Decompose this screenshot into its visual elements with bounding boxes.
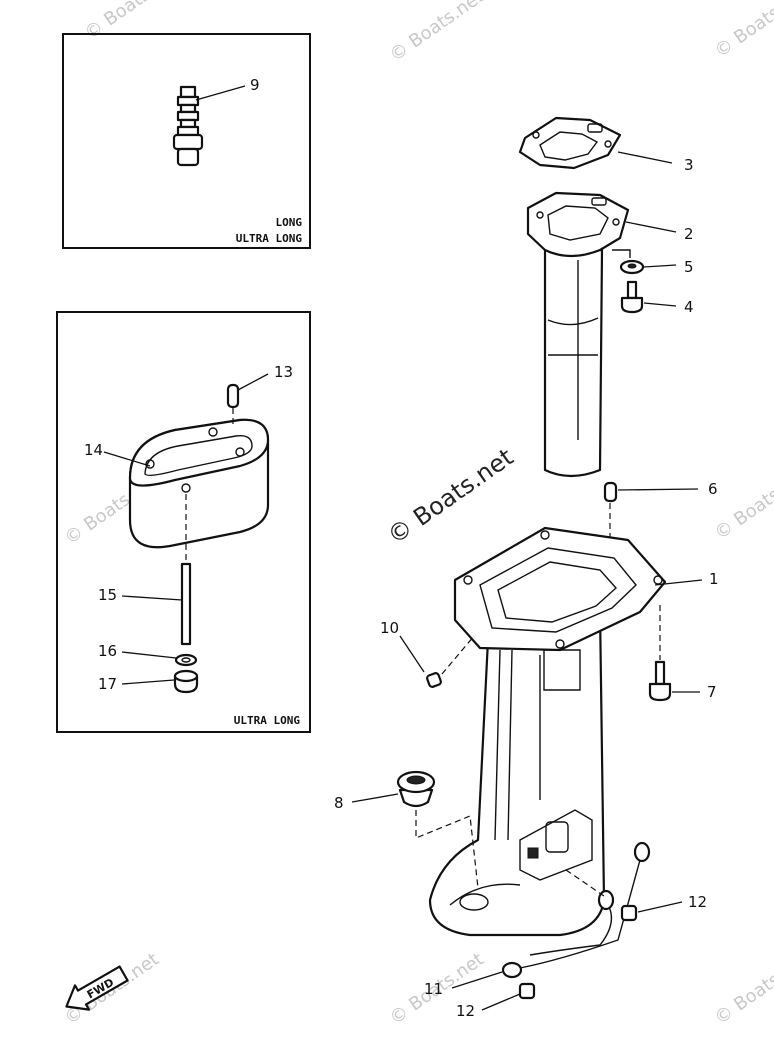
part-8-drawing <box>396 770 436 808</box>
leader-5 <box>643 264 677 268</box>
leader-12-lower <box>481 993 521 1011</box>
callout-15: 15 <box>98 586 117 604</box>
callout-9: 9 <box>250 76 260 94</box>
callout-1: 1 <box>709 570 719 588</box>
callout-3: 3 <box>684 156 694 174</box>
part-10-drawing <box>426 672 442 688</box>
part-12-upper-drawing <box>620 904 638 922</box>
callout-8: 8 <box>334 794 344 812</box>
inset-label-ultra-long-2: ULTRA LONG <box>234 714 301 727</box>
leader-11 <box>451 971 503 989</box>
dash-wire <box>565 869 605 897</box>
watermark-center: © Boats.net <box>382 443 518 550</box>
dash-8 <box>415 810 479 889</box>
part-6-drawing <box>603 481 618 503</box>
callout-2: 2 <box>684 225 694 243</box>
callout-16: 16 <box>98 642 117 660</box>
callout-17: 17 <box>98 675 117 693</box>
callout-7: 7 <box>707 683 717 701</box>
leader-8 <box>351 793 399 803</box>
watermark: © Boats.net <box>711 0 774 62</box>
leader-9 <box>195 85 246 101</box>
part-3-drawing <box>518 116 622 170</box>
callout-13: 14 <box>84 441 103 459</box>
inset-box-ultra-long <box>56 311 311 733</box>
leader-14 <box>237 373 269 391</box>
inset-box-long <box>62 33 311 249</box>
leader-6 <box>617 488 699 491</box>
leader-16 <box>121 651 177 659</box>
part-9-drawing <box>172 85 204 167</box>
part-13-drawing <box>128 418 270 549</box>
watermark: © Boats.net <box>711 464 774 544</box>
watermark: © Boats.net <box>386 0 488 66</box>
part-12-lower-drawing <box>518 982 536 1000</box>
leader-10 <box>399 635 425 673</box>
part-5-drawing <box>619 259 645 275</box>
leader-4 <box>643 302 677 307</box>
watermark: © Boats.net <box>81 0 183 44</box>
watermark: © Boats.net <box>711 949 774 1029</box>
part-4-drawing <box>620 280 644 314</box>
callout-4: 4 <box>684 298 694 316</box>
part-15-drawing <box>180 562 192 646</box>
part-14-drawing <box>226 383 240 409</box>
callout-6: 6 <box>708 480 718 498</box>
leader-13 <box>103 451 151 467</box>
part-7-drawing <box>648 660 672 702</box>
leader-2 <box>625 221 677 233</box>
leader-1 <box>654 579 703 586</box>
leader-3 <box>617 151 673 164</box>
leader-15 <box>121 595 183 601</box>
callout-12-upper: 12 <box>688 893 707 911</box>
inset-label-long: LONG <box>276 216 303 229</box>
part-1-drawing <box>428 526 667 937</box>
part-16-drawing <box>174 653 198 667</box>
inset-label-ultra-long: ULTRA LONG <box>236 232 303 245</box>
callout-5: 5 <box>684 258 694 276</box>
callout-10: 10 <box>380 619 399 637</box>
callout-12-lower: 12 <box>456 1002 475 1020</box>
ground-wire-drawing <box>501 841 651 979</box>
dash-5 <box>612 249 631 258</box>
callout-14: 13 <box>274 363 293 381</box>
callout-11: 11 <box>424 980 443 998</box>
part-2-drawing <box>526 191 630 478</box>
leader-12-upper <box>637 901 683 913</box>
leader-17 <box>121 679 175 685</box>
part-17-drawing <box>173 669 199 694</box>
dash-10 <box>441 635 475 675</box>
